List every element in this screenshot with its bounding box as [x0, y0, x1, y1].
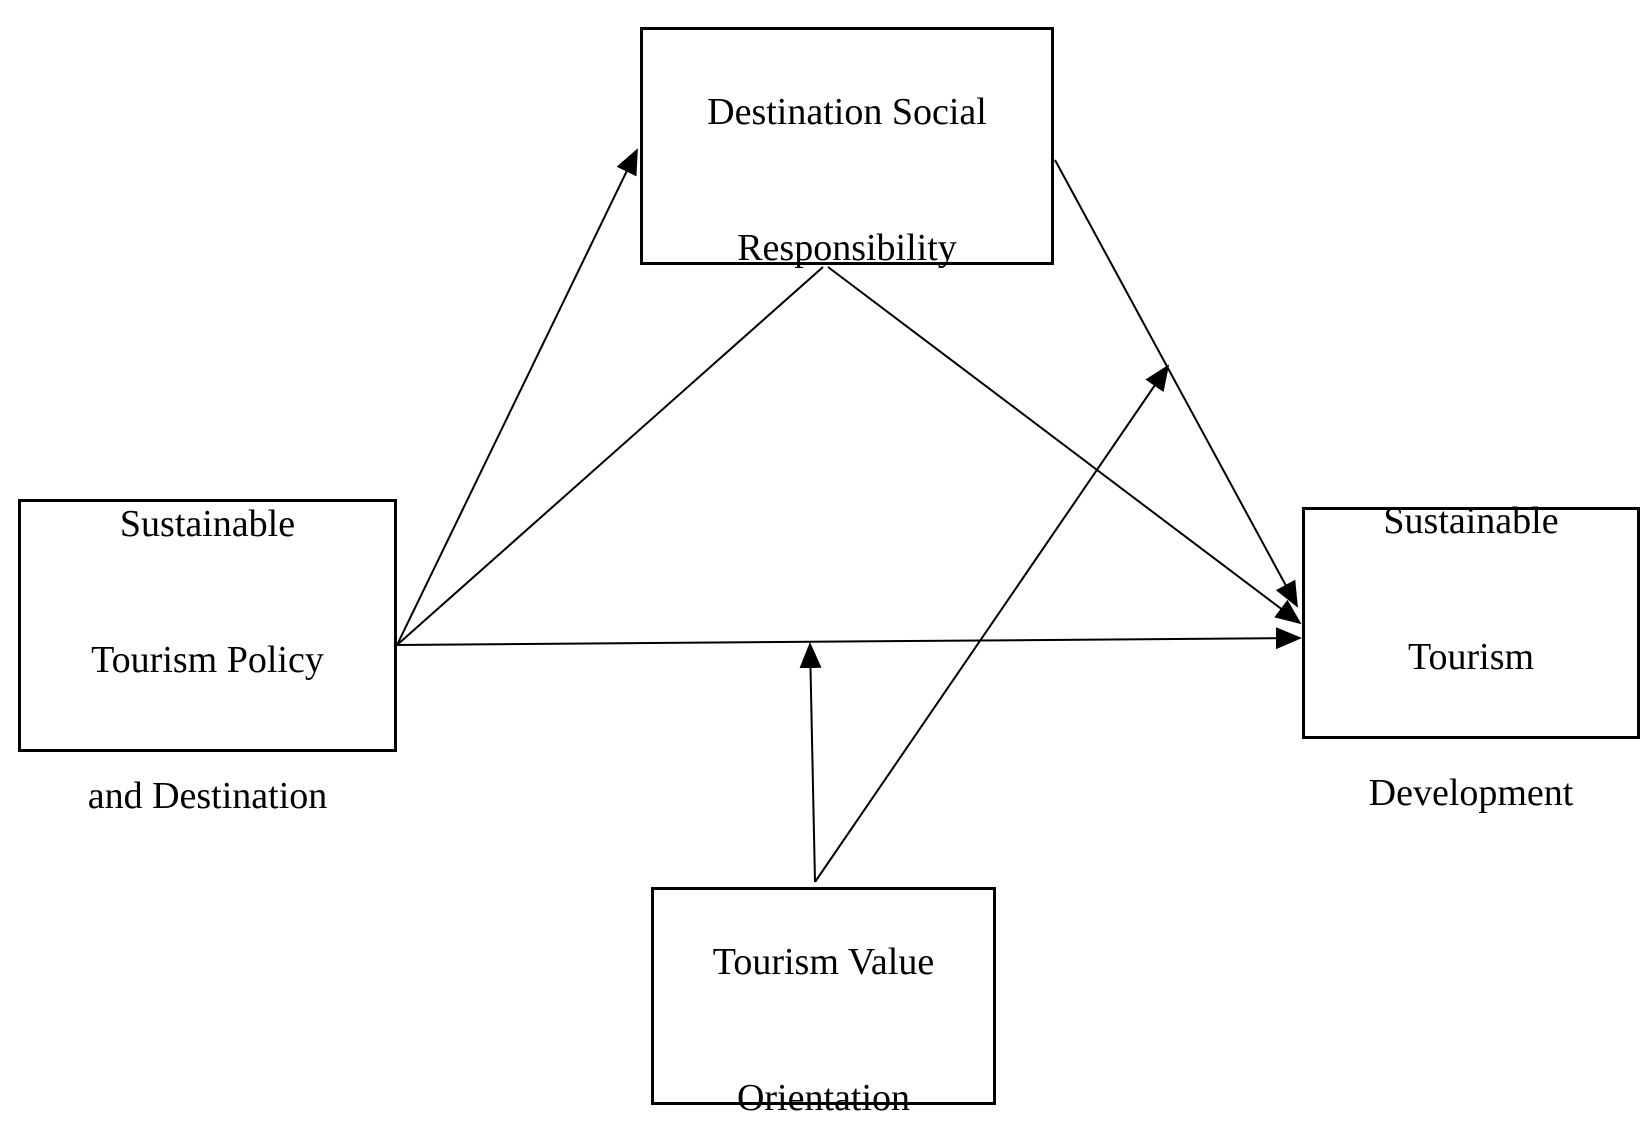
node-stpd-line-2: Tourism Policy	[91, 638, 324, 681]
node-sustainable-tourism-development: Sustainable Tourism Development	[1302, 500, 1640, 814]
node-label-dsr: Destination Social Responsibility	[707, 10, 987, 282]
node-std-line-1: Sustainable	[1383, 500, 1559, 542]
node-label-tvo: Tourism Value Orientation	[713, 860, 934, 1132]
node-sustainable-tourism-policy: Sustainable Tourism Policy and Destinati…	[18, 499, 397, 817]
node-destination-social-responsibility: Destination Social Responsibility	[640, 27, 1054, 269]
node-std-line-3: Development	[1368, 772, 1574, 814]
node-stpd-line-1: Sustainable	[119, 502, 296, 545]
edge-stpd-to-dsr-arrow	[396, 148, 638, 646]
node-tvo-line-2: Orientation	[736, 1077, 911, 1119]
node-tvo-line-1: Tourism Value	[712, 941, 935, 983]
edge-dsr-to-std-arrow-1	[827, 266, 1302, 625]
node-std-line-2: Tourism	[1407, 636, 1535, 678]
edge-dsr-to-std-arrow-2	[1054, 159, 1298, 608]
edge-stpd-to-std-arrow	[396, 627, 1302, 650]
edge-stpd-to-dsr-line	[396, 266, 824, 646]
edge-tvo-moderates-dsr-path	[814, 364, 1170, 883]
edge-tvo-moderates-direct-path	[799, 642, 822, 883]
node-stpd-line-3: and Destination	[87, 774, 328, 817]
node-dsr-line-2: Responsibility	[737, 227, 957, 269]
node-tourism-value-orientation: Tourism Value Orientation	[651, 887, 996, 1119]
node-label-stpd: Sustainable Tourism Policy and Destinati…	[88, 422, 328, 830]
node-label-std: Sustainable Tourism Development	[1369, 419, 1574, 827]
node-dsr-line-1: Destination Social	[707, 91, 987, 133]
